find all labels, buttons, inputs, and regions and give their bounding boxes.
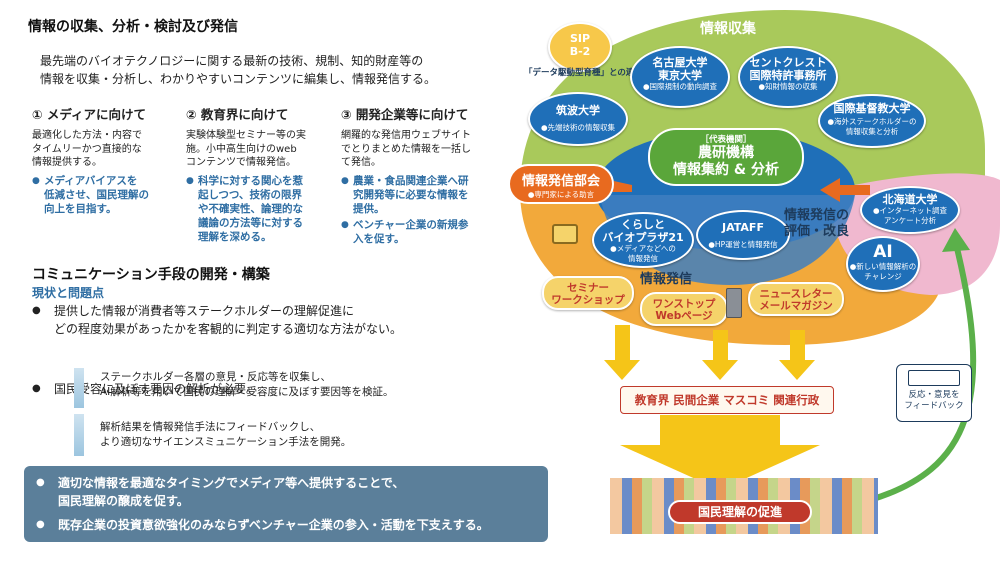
column-title: ③ 開発企業等に向けて <box>341 107 469 122</box>
node-hokkaido: 北海道大学 ●インターネット調査 アンケート分析 <box>860 186 960 234</box>
column-text-line: コンテンツで情報発信。 <box>186 157 296 168</box>
column-text-line: 施。小中高生向けのweb <box>186 143 297 155</box>
tv-icon <box>552 224 578 244</box>
step-text: ステークホルダー各層の意見・反応等を収集し、 AI解析等を用いて国民の理解・受容… <box>100 371 394 398</box>
column-text-line: て発信。 <box>341 157 381 168</box>
column-education: ② 教育界に向けて 実験体験型セミナー等の実 施。小中高生向けのweb コンテン… <box>186 104 336 244</box>
comm-subtitle: 現状と問題点 <box>32 286 105 300</box>
column-text-line: でとりまとめた情報を一括し <box>341 143 471 155</box>
column-title: ② 教育界に向けて <box>186 107 289 122</box>
devices-icon <box>908 370 960 386</box>
down-arrow <box>702 330 738 380</box>
node-ai: AI ●新しい情報解析の チャレンジ <box>846 236 920 292</box>
send-label: 情報発信 <box>640 272 693 287</box>
column-companies: ③ 開発企業等に向けて 網羅的な発信用ウェブサイト でとりまとめた情報を一括し … <box>341 104 499 246</box>
promotion-banner: 国民理解の促進 <box>668 500 812 524</box>
comm-bullet: 国民受容に及ぼす要因の解析が必要。 <box>28 380 1008 398</box>
step-text: 解析結果を情報発信手法にフィードバックし、 より適切なサイエンスミュニケーション… <box>100 421 352 448</box>
node-jataff: JATAFF ●HP運営と情報発信 <box>696 210 790 260</box>
node-central: セントクレスト 国際特許事務所 ●知財情報の収集 <box>738 46 838 108</box>
column-bullet: ベンチャー企業の新規参 入を促す。 <box>341 218 499 246</box>
summary-line: 既存企業の投資意欲強化のみならずベンチャー企業の参入・活動を下支えする。 <box>24 516 548 534</box>
funnel-arrow <box>620 415 820 490</box>
intro-line-2: 情報を収集・分析し、わかりやすいコンテンツに編集し、情報発信する。 <box>40 72 437 86</box>
down-arrow <box>604 325 640 380</box>
column-text-line: タイムリーかつ直接的な <box>32 143 142 155</box>
eval-label: 情報発信の 評価・改良 <box>784 208 850 239</box>
column-text-line: 情報提供する。 <box>32 157 102 168</box>
column-bullet: 農業・食品関連企業へ研 究開発等に必要な情報を 提供。 <box>341 174 499 216</box>
pill-seminar: セミナー ワークショップ <box>542 276 634 310</box>
column-bullet: メディアバイアスを 低減させ、国民理解の 向上を目指す。 <box>32 174 182 216</box>
column-media: ① メディアに向けて 最適化した方法・内容で タイムリーかつ直接的な 情報提供す… <box>32 104 182 216</box>
targets-box: 教育界 民間企業 マスコミ 関連行政 <box>620 386 834 414</box>
arrow-from-hokkaido <box>820 178 870 202</box>
column-bullet: 科学に対する関心を惹 起しつつ、技術の限界 や不確実性、論理的な 議論の方法等に… <box>186 174 336 244</box>
down-arrow <box>779 330 815 380</box>
node-nagoya: 名古屋大学 東京大学 ●国際規制の動向調査 <box>630 46 730 108</box>
pill-newsletter: ニュースレター メールマガジン <box>748 282 844 316</box>
intro-line-1: 最先端のバイオテクノロジーに関する最新の技術、規制、知的財産等の <box>40 54 424 68</box>
comm-bullet: 提供した情報が消費者等ステークホルダーの理解促進に どの程度効果があったかを客観… <box>28 302 1008 338</box>
column-text-line: 最適化した方法・内容で <box>32 130 142 141</box>
node-kokusai: 国際基督教大学 ●海外ステークホルダーの 情報収集と分析 <box>818 94 926 148</box>
feedback-box: 反応・意見を フィードバック <box>896 364 972 422</box>
server-icon <box>726 288 742 318</box>
column-title: ① メディアに向けて <box>32 107 147 122</box>
column-text-line: 実験体験型セミナー等の実 <box>186 130 306 141</box>
node-kurashi: くらしと バイオプラザ21 ●メディアなどへの 情報発信 <box>592 212 694 268</box>
comm-title: コミュニケーション手段の開発・構築 <box>32 267 270 283</box>
page-heading: 情報の収集、分析・検討及び発信 <box>28 19 238 35</box>
step-indicator <box>74 414 84 456</box>
column-text-line: 網羅的な発信用ウェブサイト <box>341 130 471 141</box>
summary-box: 適切な情報を最適なタイミングでメディア等へ提供することで、 国民理解の醸成を促す… <box>24 466 548 542</box>
node-bukai: 情報発信部会 ●専門家による助言 <box>508 164 614 204</box>
step-indicator <box>74 368 84 408</box>
node-tsukuba: 筑波大学 ●先端技術の情報収集 <box>528 92 628 146</box>
sip-caption: 「データ駆動型育種」との連携 <box>524 68 643 78</box>
summary-line: 適切な情報を最適なタイミングでメディア等へ提供することで、 国民理解の醸成を促す… <box>24 474 548 510</box>
pill-webpage: ワンストップ Webページ <box>640 292 728 326</box>
node-core: ［代表機関］ 農研機構 情報集約 & 分析 <box>648 128 804 186</box>
collect-label: 情報収集 <box>700 21 756 37</box>
sip-badge: SIP B-2 <box>548 22 612 72</box>
